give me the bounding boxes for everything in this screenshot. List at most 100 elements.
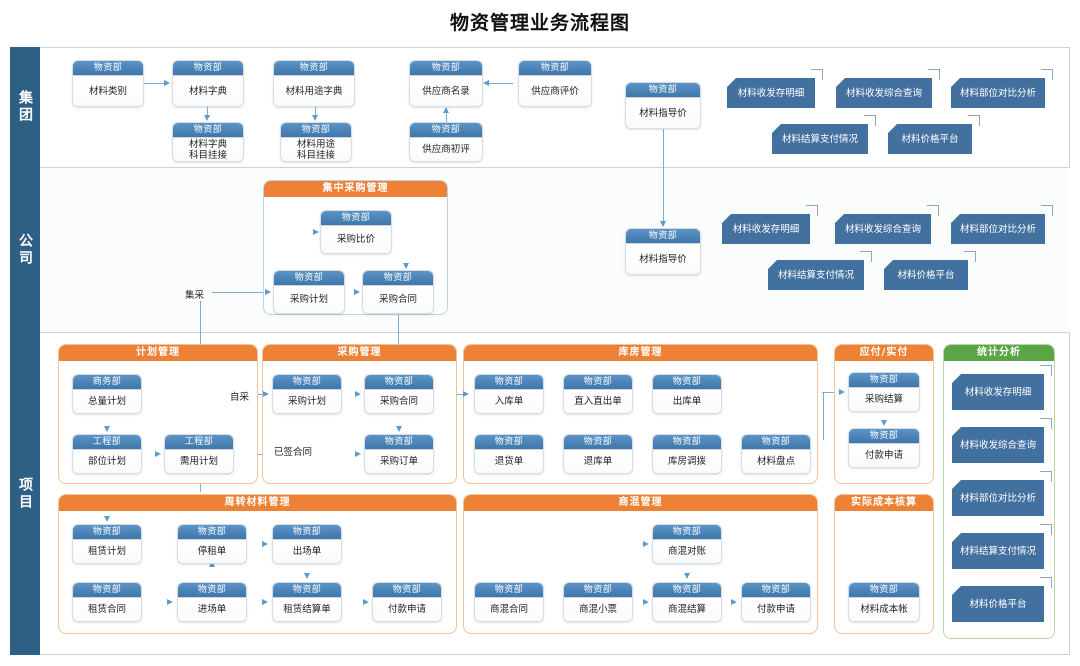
report-stat-material-comprehensive-query[interactable]: 材料收发综合查询 <box>952 418 1052 463</box>
band-label-group: 集团 <box>17 90 33 124</box>
report-stat-material-in-out-stock-detail[interactable]: 材料收发存明细 <box>952 365 1052 410</box>
node-concrete-reconciliation[interactable]: 物资部 商混对账 <box>652 524 722 564</box>
group-title: 计划管理 <box>59 345 257 361</box>
node-receipt-note[interactable]: 物资部 入库单 <box>474 374 544 414</box>
arrow <box>103 426 110 432</box>
node-supplier-directory[interactable]: 物资部 供应商名录 <box>409 60 483 107</box>
report-shape: 材料收发存明细 <box>952 374 1044 410</box>
node-exit-site-note[interactable]: 物资部 出场单 <box>272 524 342 564</box>
node-material-cost-ledger[interactable]: 物资部 材料成本帐 <box>848 582 920 622</box>
node-material-dictionary[interactable]: 物资部 材料字典 <box>172 60 244 107</box>
corner-bracket-icon <box>811 69 823 80</box>
node-lease-contract[interactable]: 物资部 租赁合同 <box>72 582 142 622</box>
connector <box>449 394 465 396</box>
node-payment-request-payable[interactable]: 物资部 付款申请 <box>848 428 920 468</box>
node-purchase-contract-company[interactable]: 物资部 采购合同 <box>362 270 434 314</box>
node-dept: 物资部 <box>742 435 810 450</box>
node-dept: 物资部 <box>173 123 243 138</box>
node-enter-site-note[interactable]: 物资部 进场单 <box>177 582 247 622</box>
node-purchase-order[interactable]: 物资部 采购订单 <box>364 434 434 474</box>
report-material-in-out-stock-detail[interactable]: 材料收发存明细 <box>727 69 823 108</box>
node-supplier-evaluation[interactable]: 物资部 供应商评价 <box>518 60 592 107</box>
node-lease-plan[interactable]: 物资部 租赁计划 <box>72 524 142 564</box>
node-label: 进场单 <box>197 604 227 615</box>
node-purchase-contract-project[interactable]: 物资部 采购合同 <box>364 374 434 414</box>
report-material-in-out-comprehensive-query[interactable]: 材料收发综合查询 <box>836 69 940 108</box>
node-concrete-ticket[interactable]: 物资部 商混小票 <box>563 582 633 622</box>
node-supplier-preliminary-review[interactable]: 物资部 供应商初评 <box>409 122 483 162</box>
node-dept: 物资部 <box>178 583 246 598</box>
report-material-settlement-payment[interactable]: 材料结算支付情况 <box>772 115 876 154</box>
node-material-category[interactable]: 物资部 材料类别 <box>72 60 144 107</box>
node-payment-request-turnover[interactable]: 物资部 付款申请 <box>372 582 442 622</box>
report-material-position-comparison[interactable]: 材料部位对比分析 <box>951 69 1053 108</box>
report-shape: 材料收发综合查询 <box>836 78 932 108</box>
node-purchase-plan-company[interactable]: 物资部 采购计划 <box>273 270 345 314</box>
report-material-in-out-stock-detail-company[interactable]: 材料收发存明细 <box>722 205 818 244</box>
node-concrete-contract[interactable]: 物资部 商混合同 <box>474 582 544 622</box>
node-dept: 物资部 <box>626 229 700 244</box>
node-label: 材料字典 <box>188 85 227 97</box>
corner-bracket-icon <box>864 115 876 126</box>
node-label: 出场单 <box>292 546 322 557</box>
node-label: 采购订单 <box>379 456 418 467</box>
report-stat-material-settlement-payment[interactable]: 材料结算支付情况 <box>952 524 1052 569</box>
node-lease-settlement-note[interactable]: 物资部 租赁结算单 <box>272 582 342 622</box>
group-title: 统计分析 <box>944 345 1054 361</box>
report-shape: 材料价格平台 <box>952 586 1044 622</box>
node-purchase-settlement[interactable]: 物资部 采购结算 <box>848 372 920 412</box>
node-label: 退货单 <box>494 456 524 467</box>
report-material-settlement-payment-company[interactable]: 材料结算支付情况 <box>768 251 872 290</box>
node-dept: 物资部 <box>281 123 351 138</box>
connector <box>398 314 400 344</box>
node-material-usage-dictionary[interactable]: 物资部 材料用途字典 <box>273 60 355 107</box>
node-label: 租赁计划 <box>87 546 126 557</box>
node-issue-note[interactable]: 物资部 出库单 <box>652 374 722 414</box>
node-concrete-settlement[interactable]: 物资部 商混结算 <box>652 582 722 622</box>
connector <box>663 129 665 222</box>
arrow <box>354 288 360 295</box>
node-payment-request-concrete[interactable]: 物资部 付款申请 <box>741 582 811 622</box>
arrow <box>643 598 649 605</box>
node-material-guide-price-company[interactable]: 物资部 材料指导价 <box>625 228 701 275</box>
node-dept: 物资部 <box>363 271 433 286</box>
report-material-price-platform-company[interactable]: 材料价格平台 <box>884 251 976 290</box>
node-label: 库房调拨 <box>667 456 706 467</box>
node-label: 出库单 <box>672 396 702 407</box>
node-return-goods-note[interactable]: 物资部 退货单 <box>474 434 544 474</box>
node-material-guide-price-group[interactable]: 物资部 材料指导价 <box>625 82 701 129</box>
node-material-inventory-count[interactable]: 物资部 材料盘点 <box>741 434 811 474</box>
node-label: 租赁结算单 <box>283 604 331 615</box>
node-dept: 物资部 <box>365 435 433 450</box>
node-purchase-plan-project[interactable]: 物资部 采购计划 <box>272 374 342 414</box>
report-material-position-comparison-company[interactable]: 材料部位对比分析 <box>951 205 1053 244</box>
report-stat-material-price-platform[interactable]: 材料价格平台 <box>952 577 1052 622</box>
page-title: 物资管理业务流程图 <box>449 12 630 34</box>
node-total-plan[interactable]: 商务部 总量计划 <box>72 374 142 414</box>
node-requirement-plan[interactable]: 工程部 需用计划 <box>164 434 234 474</box>
node-position-plan[interactable]: 工程部 部位计划 <box>72 434 142 474</box>
node-dept: 工程部 <box>73 435 141 450</box>
node-dept: 物资部 <box>475 375 543 390</box>
connector <box>822 392 840 394</box>
node-stop-lease-note[interactable]: 物资部 停租单 <box>177 524 247 564</box>
node-label: 商混合同 <box>489 604 528 615</box>
report-material-in-out-comprehensive-query-company[interactable]: 材料收发综合查询 <box>835 205 939 244</box>
node-return-store-note[interactable]: 物资部 退库单 <box>563 434 633 474</box>
node-dept: 物资部 <box>475 583 543 598</box>
node-material-dictionary-subject[interactable]: 物资部 材料字典科目挂接 <box>172 122 244 162</box>
group-title: 库房管理 <box>464 345 817 361</box>
arrow <box>402 263 409 269</box>
arrow <box>103 516 110 522</box>
report-material-price-platform[interactable]: 材料价格平台 <box>888 115 980 154</box>
group-title: 周转材料管理 <box>59 495 456 511</box>
report-stat-material-position-comparison[interactable]: 材料部位对比分析 <box>952 471 1052 516</box>
node-label: 部位计划 <box>87 456 126 467</box>
connector <box>212 292 267 294</box>
node-label: 采购计划 <box>287 396 326 407</box>
node-material-usage-subject[interactable]: 物资部 材料用途科目挂接 <box>280 122 352 162</box>
arrow <box>208 561 215 567</box>
node-purchase-price-comparison[interactable]: 物资部 采购比价 <box>320 210 392 254</box>
node-warehouse-transfer[interactable]: 物资部 库房调拨 <box>652 434 722 474</box>
node-direct-in-out-note[interactable]: 物资部 直入直出单 <box>563 374 633 414</box>
